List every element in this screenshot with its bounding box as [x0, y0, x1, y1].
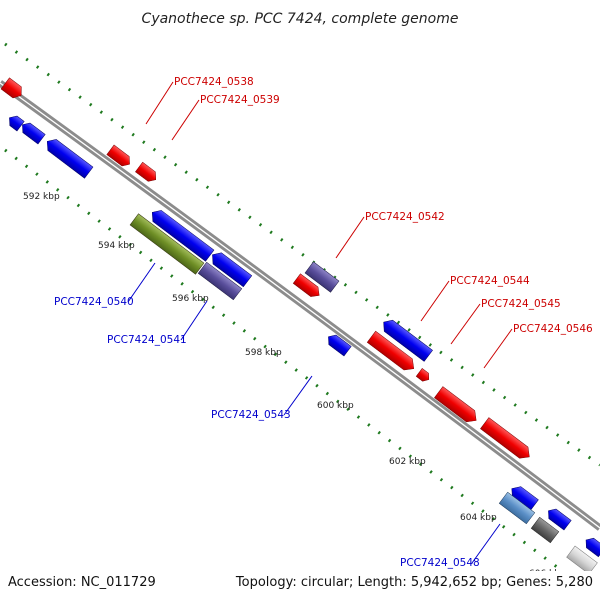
kbp-label-598: 598 kbp: [245, 348, 282, 358]
footer-bar: [0, 571, 600, 600]
gene-label-pcc7424-0544[interactable]: PCC7424_0544: [450, 275, 530, 287]
gene-arrow-pcc7424-0543[interactable]: [325, 332, 352, 357]
gene-label-pcc7424-0548[interactable]: PCC7424_0548: [400, 557, 480, 569]
gene-label-pcc7424-0540[interactable]: PCC7424_0540: [54, 296, 134, 308]
leader-line: [145, 81, 174, 125]
gene-arrow[interactable]: [566, 545, 598, 575]
gene-label-pcc7424-0542[interactable]: PCC7424_0542: [365, 211, 445, 223]
outer-tick-track: [4, 42, 600, 467]
leader-line: [180, 300, 208, 341]
kbp-label-596: 596 kbp: [172, 294, 209, 304]
leader-line: [420, 280, 450, 322]
leader-line: [335, 216, 365, 259]
gene-arrow-pcc7424-0539[interactable]: [135, 161, 159, 184]
gene-label-pcc7424-0546[interactable]: PCC7424_0546: [513, 323, 593, 335]
kbp-label-592: 592 kbp: [23, 192, 60, 202]
gene-arrow-pcc7424-0545[interactable]: [434, 386, 480, 426]
gene-arrow-pcc7424-0544[interactable]: [366, 330, 418, 374]
gene-arrow-pcc7424-0548[interactable]: [498, 491, 536, 525]
gene-arrow[interactable]: [304, 261, 340, 293]
gene-label-pcc7424-0545[interactable]: PCC7424_0545: [481, 298, 561, 310]
leader-line: [283, 375, 313, 416]
leader-line: [127, 262, 156, 303]
gene-arrow-pcc7424-0540[interactable]: [129, 213, 205, 275]
genome-summary-text: Topology: circular; Length: 5,942,652 bp…: [235, 575, 593, 590]
leader-line: [171, 99, 200, 141]
gene-label-pcc7424-0539[interactable]: PCC7424_0539: [200, 94, 280, 106]
gene-label-pcc7424-0543[interactable]: PCC7424_0543: [211, 409, 291, 421]
gene-label-pcc7424-0541[interactable]: PCC7424_0541: [107, 334, 187, 346]
gene-arrow-pcc7424-0546[interactable]: [480, 417, 533, 463]
gene-arrow-pcc7424-0538[interactable]: [106, 144, 133, 169]
kbp-label-604: 604 kbp: [460, 513, 497, 523]
gene-arrow[interactable]: [379, 317, 433, 362]
leader-line: [450, 303, 481, 345]
leader-line: [483, 328, 513, 369]
gene-arrow[interactable]: [148, 207, 215, 262]
kbp-label-600: 600 kbp: [317, 401, 354, 411]
gene-arrow[interactable]: [19, 120, 46, 145]
gene-arrow[interactable]: [0, 77, 25, 101]
kbp-label-602: 602 kbp: [389, 457, 426, 467]
gene-arrow[interactable]: [415, 368, 432, 383]
gene-arrow[interactable]: [545, 506, 572, 531]
gene-arrow[interactable]: [6, 113, 25, 132]
gene-arrow[interactable]: [530, 516, 560, 544]
accession-text: Accession: NC_011729: [8, 575, 156, 590]
genome-backbone-highlight: [0, 82, 600, 529]
map-title: Cyanothece sp. PCC 7424, complete genome: [142, 11, 459, 27]
inner-tick-track: [4, 148, 591, 594]
gene-arrow-pcc7424-0542[interactable]: [292, 273, 323, 300]
kbp-label-594: 594 kbp: [98, 241, 135, 251]
gene-arrow[interactable]: [582, 535, 600, 558]
leader-line: [471, 523, 501, 564]
gene-arrow[interactable]: [208, 249, 253, 288]
gene-arrow[interactable]: [43, 136, 94, 179]
gene-label-pcc7424-0538[interactable]: PCC7424_0538: [174, 76, 254, 88]
gene-arrow-pcc7424-0541[interactable]: [197, 261, 243, 301]
